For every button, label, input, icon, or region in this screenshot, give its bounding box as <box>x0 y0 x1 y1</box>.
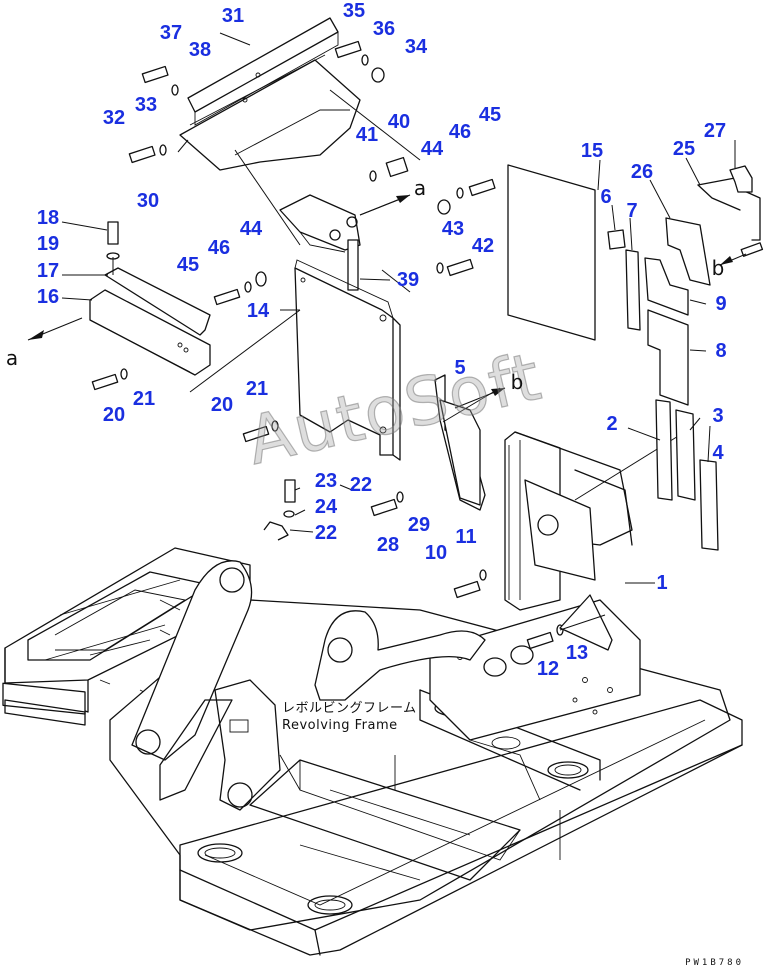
part-number-27: 27 <box>703 120 727 142</box>
frame-label: レボルビングフレーム Revolving Frame <box>282 700 417 734</box>
part-number-23: 23 <box>314 470 338 492</box>
part-number-18: 18 <box>36 207 60 229</box>
callout-letter-b: b <box>510 370 524 394</box>
bolt-icon <box>91 40 554 650</box>
part-number-33: 33 <box>134 94 158 116</box>
part-number-7: 7 <box>626 200 638 222</box>
part-number-36: 36 <box>372 18 396 40</box>
bracket-1 <box>504 431 633 651</box>
leader-lines <box>61 32 736 584</box>
part-2 <box>655 399 673 501</box>
part-7 <box>625 249 641 331</box>
callout-letter-b: b <box>711 256 725 280</box>
part-number-17: 17 <box>36 260 60 282</box>
bracket-25-27 <box>697 165 764 257</box>
part-number-9: 9 <box>715 293 727 315</box>
part-number-34: 34 <box>404 36 428 58</box>
part-number-45: 45 <box>176 254 200 276</box>
part-number-24: 24 <box>314 496 338 518</box>
part-number-30: 30 <box>136 190 160 212</box>
part-4 <box>699 459 719 551</box>
part-number-44: 44 <box>239 218 263 240</box>
part-number-13: 13 <box>565 642 589 664</box>
panel-14 <box>294 259 401 461</box>
part-number-38: 38 <box>188 39 212 61</box>
panel-15 <box>507 164 596 341</box>
part-number-32: 32 <box>102 107 126 129</box>
part-number-22: 22 <box>349 474 373 496</box>
part-number-46: 46 <box>207 237 231 259</box>
part-number-15: 15 <box>580 140 604 162</box>
part-26 <box>665 217 711 286</box>
part-number-3: 3 <box>712 405 724 427</box>
part-number-21: 21 <box>245 378 269 400</box>
part-number-4: 4 <box>712 442 724 464</box>
part-number-35: 35 <box>342 0 366 22</box>
part-number-28: 28 <box>376 534 400 556</box>
part-number-26: 26 <box>630 161 654 183</box>
part-3 <box>675 409 696 501</box>
arrow-icon <box>27 194 747 409</box>
frame-label-en: Revolving Frame <box>282 718 398 733</box>
part-number-25: 25 <box>672 138 696 160</box>
part-number-41: 41 <box>355 124 379 146</box>
part-number-19: 19 <box>36 233 60 255</box>
plate-30 <box>177 54 361 171</box>
part-number-31: 31 <box>221 5 245 27</box>
part-number-40: 40 <box>387 111 411 133</box>
part-number-16: 16 <box>36 286 60 308</box>
part-number-45: 45 <box>478 104 502 126</box>
part-number-22: 22 <box>314 522 338 544</box>
bracket-16-17 <box>89 267 211 376</box>
part-9 <box>644 257 689 316</box>
part-number-29: 29 <box>407 514 431 536</box>
bracket-22 <box>263 521 289 541</box>
callout-letter-a: a <box>5 346 19 370</box>
part-number-8: 8 <box>715 340 727 362</box>
part-number-6: 6 <box>600 186 612 208</box>
washer-icon <box>106 54 564 636</box>
part-number-39: 39 <box>396 269 420 291</box>
frame-label-jp: レボルビングフレーム <box>282 701 417 716</box>
part-number-42: 42 <box>471 235 495 257</box>
part-6 <box>607 229 626 250</box>
callout-letter-a: a <box>413 176 427 200</box>
part-number-44: 44 <box>420 138 444 160</box>
part-number-43: 43 <box>441 218 465 240</box>
part-number-37: 37 <box>159 22 183 44</box>
part-number-11: 11 <box>455 526 477 548</box>
part-number-5: 5 <box>454 357 466 379</box>
bracket-39 <box>279 194 361 291</box>
part-number-14: 14 <box>246 300 270 322</box>
part-number-12: 12 <box>536 658 560 680</box>
part-number-10: 10 <box>424 542 448 564</box>
part-8 <box>647 309 689 406</box>
part-number-21: 21 <box>132 388 156 410</box>
revolving-frame <box>2 547 743 956</box>
drawing-code: PW1B780 <box>685 958 744 968</box>
part-number-1: 1 <box>656 572 668 594</box>
part-number-20: 20 <box>210 394 234 416</box>
part-number-46: 46 <box>448 121 472 143</box>
part-number-2: 2 <box>606 413 618 435</box>
part-number-20: 20 <box>102 404 126 426</box>
